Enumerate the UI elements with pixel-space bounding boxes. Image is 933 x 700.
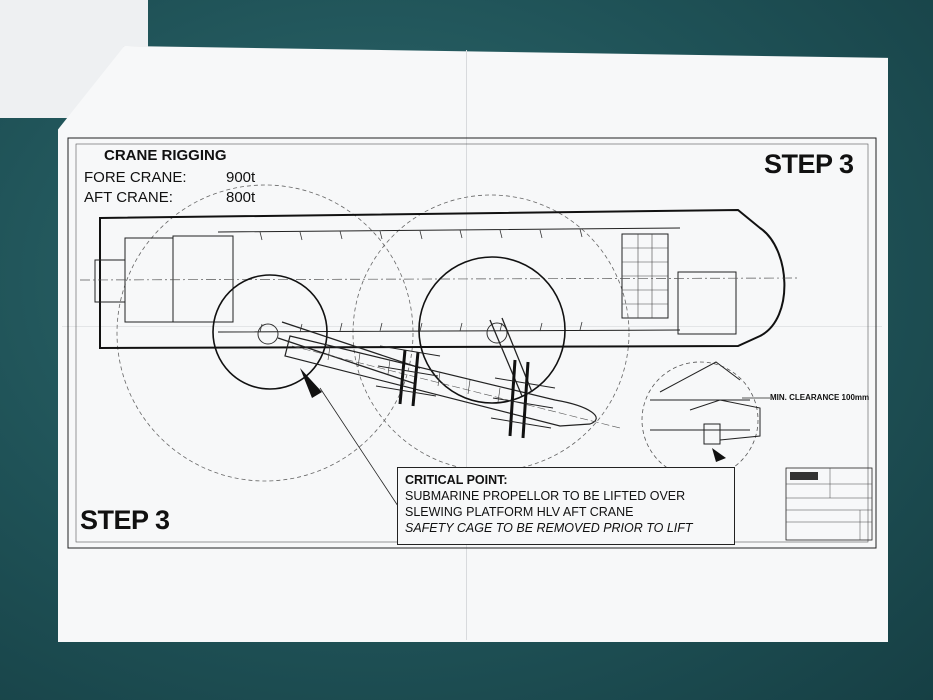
critical-point-note: CRITICAL POINT: SUBMARINE PROPELLOR TO B… (397, 467, 735, 545)
title-block-logo (790, 472, 818, 480)
fore-lifting-spreader (398, 349, 420, 407)
vessel-hull (99, 208, 786, 350)
fore-crane-slew-circle (116, 184, 414, 482)
aft-crane-label: AFT CRANE: (84, 189, 173, 206)
fore-crane-boom (277, 321, 421, 385)
aft-crane-pivot (486, 322, 508, 344)
submarine-hull (284, 335, 597, 427)
hold-grid-lines (622, 234, 668, 318)
cargo-deck (172, 235, 234, 323)
submarine-frames (327, 345, 501, 403)
sheet-fold (466, 50, 467, 640)
step-label-top: STEP 3 (764, 149, 854, 179)
critical-point-title: CRITICAL POINT: (405, 473, 508, 487)
vessel-deck-line (217, 227, 681, 333)
clearance-note: MIN. CLEARANCE 100mm (770, 393, 870, 402)
critical-point-leader (319, 387, 399, 507)
fore-crane-pivot (257, 323, 279, 345)
fore-crane-working-radius (212, 274, 328, 390)
critical-point-line-2: SLEWING PLATFORM HLV AFT CRANE (405, 505, 634, 519)
detail-view-lines (650, 361, 761, 445)
fore-crane-label: FORE CRANE: (84, 169, 187, 186)
critical-point-line-1: SUBMARINE PROPELLOR TO BE LIFTED OVER (405, 489, 686, 503)
critical-point-arrow (300, 368, 322, 398)
aft-lifting-spreader (508, 359, 530, 439)
detail-arrow (712, 448, 726, 462)
submarine-axis (291, 345, 621, 429)
fore-crane-capacity: 900t (226, 169, 256, 186)
critical-point-line-3: SAFETY CAGE TO BE REMOVED PRIOR TO LIFT (405, 521, 693, 535)
fore-spreader-slings (375, 345, 441, 397)
aft-crane-working-radius (418, 256, 566, 404)
aft-crane-slew-circle (352, 194, 630, 472)
crane-rigging-title: CRANE RIGGING (104, 147, 227, 164)
title-block (785, 467, 873, 541)
bow-house (677, 271, 737, 335)
aft-spreader-slings (490, 377, 556, 429)
title-block-rows (786, 468, 872, 540)
drawing-frame (67, 137, 877, 549)
sheet-fold-horizontal (62, 326, 882, 327)
step-label-bottom: STEP 3 (80, 505, 170, 535)
aft-crane-capacity: 800t (226, 189, 256, 206)
detail-view-circle (641, 361, 759, 479)
